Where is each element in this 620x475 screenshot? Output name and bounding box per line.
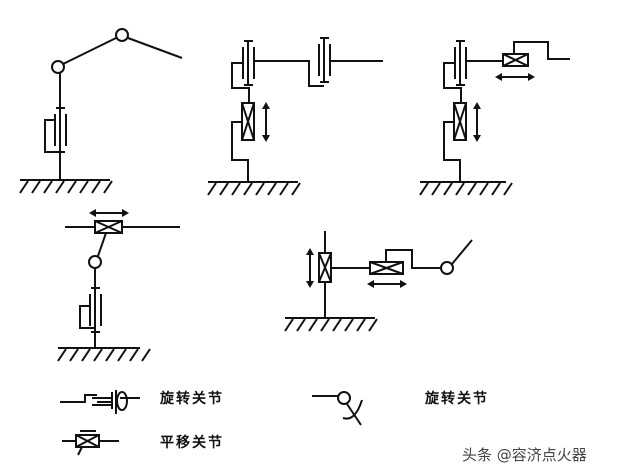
legend-rotary-joint-symbol: [60, 390, 140, 414]
watermark: 头条 @容济点火器: [462, 446, 587, 464]
legend-revolute-joint-label: 旋转关节: [425, 391, 489, 407]
robot-config-2: [207, 37, 383, 196]
robot-config-4: [57, 208, 180, 362]
legend-prismatic-joint-symbol: [62, 430, 119, 456]
robot-config-5: [284, 231, 473, 332]
robot-config-3: [419, 40, 570, 196]
robot-config-1: [19, 28, 183, 194]
legend-rotary-joint-label: 旋转关节: [160, 391, 224, 407]
legend-revolute-joint-symbol: [312, 391, 363, 426]
legend-prismatic-joint-label: 平移关节: [160, 435, 224, 451]
